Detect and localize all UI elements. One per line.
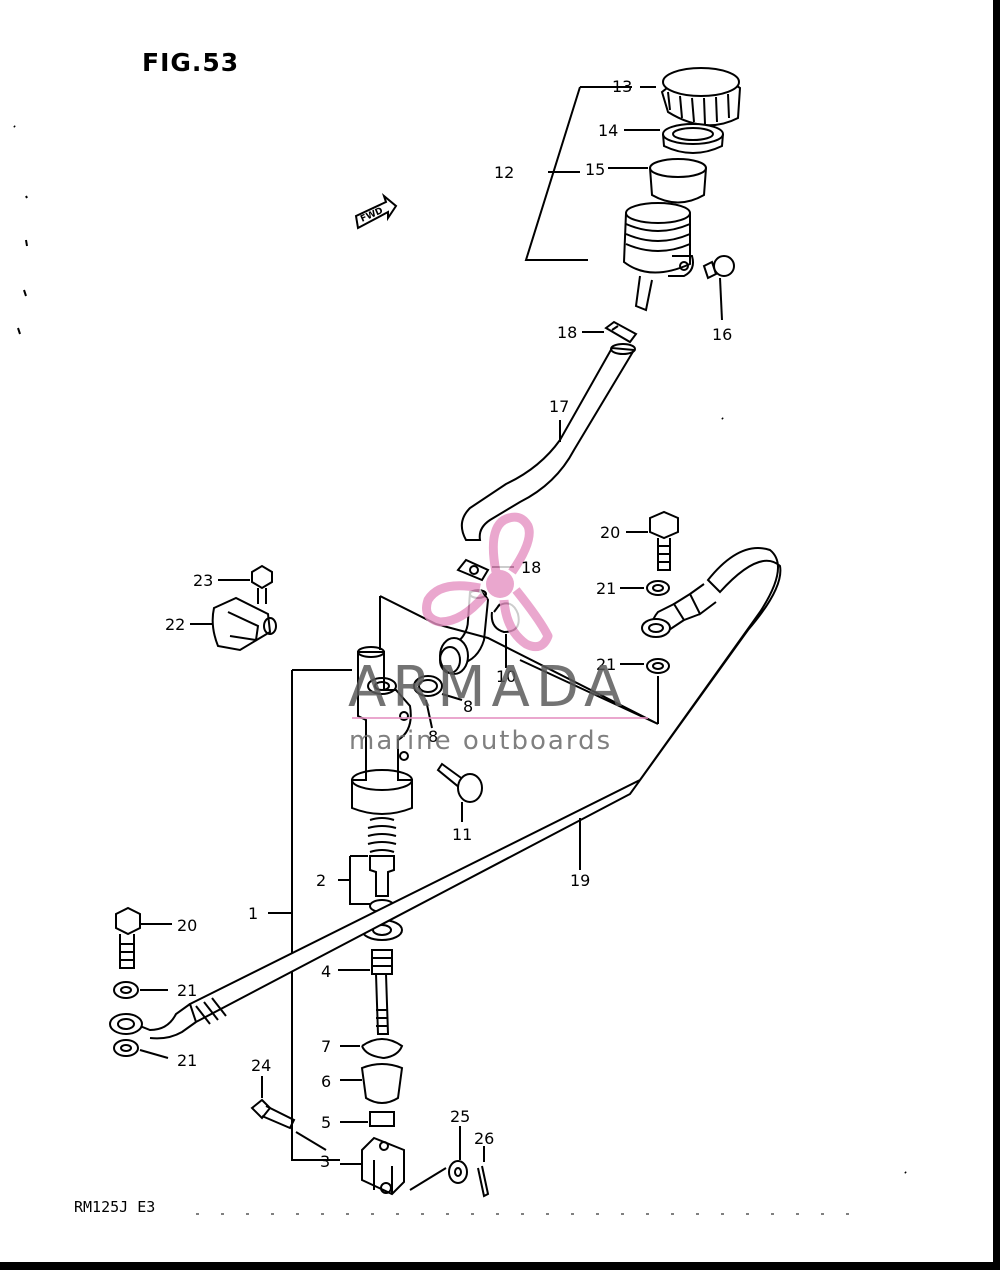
model-code: RM125J E3 (74, 1198, 156, 1216)
master-cylinder-body (351, 646, 413, 815)
hose-guide (211, 596, 277, 652)
callout-17: 17 (549, 397, 569, 416)
callout-12: 12 (494, 163, 514, 182)
sealing-washer-c (113, 981, 139, 999)
dust-boot (360, 1063, 404, 1104)
hose-clamp-upper (604, 320, 638, 344)
clevis-joint (361, 1136, 405, 1196)
callout-7: 7 (321, 1037, 331, 1056)
callout-18-lower: 18 (521, 558, 541, 577)
piston-spring (367, 817, 397, 853)
sealing-washer-a (646, 580, 670, 596)
callout-26: 26 (474, 1129, 494, 1148)
callout-21-upper-a: 21 (596, 579, 616, 598)
callout-22: 22 (165, 615, 185, 634)
push-rod (371, 949, 393, 1035)
callout-2: 2 (316, 871, 326, 890)
clevis-pin (250, 1098, 296, 1130)
callout-1: 1 (248, 904, 258, 923)
callout-19: 19 (570, 871, 590, 890)
callout-4: 4 (321, 962, 331, 981)
reservoir-hose (460, 346, 636, 541)
guide-screw (251, 564, 273, 604)
union-bolt-upper (649, 510, 679, 571)
o-ring (413, 675, 443, 697)
callout-13: 13 (612, 77, 632, 96)
callout-20-upper: 20 (600, 523, 620, 542)
armada-logo-icon (422, 512, 553, 652)
cotter-pin (477, 1165, 490, 1198)
cap-diaphragm-plate (662, 123, 724, 154)
brake-hose (109, 547, 782, 1040)
reservoir-cap (660, 67, 742, 127)
lock-nut (369, 1111, 395, 1127)
callout-25: 25 (450, 1107, 470, 1126)
callout-8-oring: 8 (428, 727, 438, 746)
watermark-tagline: marine outboards (349, 726, 613, 756)
callout-10: 10 (496, 667, 516, 686)
callout-14: 14 (598, 121, 618, 140)
callout-23: 23 (193, 571, 213, 590)
sealing-washer-b (646, 658, 670, 674)
callout-20-lower: 20 (177, 916, 197, 935)
callout-21-lower-a: 21 (177, 981, 197, 1000)
frame-bottom-border (0, 1262, 1000, 1270)
watermark-brand: ARMADA (348, 655, 629, 720)
callout-11: 11 (452, 825, 472, 844)
frame-right-border (993, 0, 1000, 1262)
callout-8-elbow: 8 (463, 697, 473, 716)
callout-5: 5 (321, 1113, 331, 1132)
reservoir-screw (702, 255, 735, 280)
callout-6: 6 (321, 1072, 331, 1091)
callout-16: 16 (712, 325, 732, 344)
sealing-washer-d (113, 1039, 139, 1057)
forward-arrow-icon: FWD (354, 192, 398, 230)
hose-clamp-lower (456, 558, 490, 582)
callout-24: 24 (251, 1056, 271, 1075)
figure-title: FIG.53 (142, 48, 240, 77)
callout-15: 15 (585, 160, 605, 179)
fwd-label: FWD (359, 206, 385, 225)
bracket-12 (524, 86, 588, 261)
reservoir-body (622, 202, 694, 312)
washer (448, 1160, 468, 1184)
reservoir-mount-bolt (436, 762, 483, 803)
callout-labels: 13 14 12 15 16 18 17 20 18 23 21 22 21 1… (165, 77, 732, 1171)
callout-21-upper-b: 21 (596, 655, 616, 674)
union-bolt-lower (115, 906, 141, 969)
push-rod-circlip (361, 1038, 404, 1060)
callout-3: 3 (320, 1152, 330, 1171)
callout-18-upper: 18 (557, 323, 577, 342)
callout-21-lower-b: 21 (177, 1051, 197, 1070)
reservoir-diaphragm (649, 158, 707, 204)
